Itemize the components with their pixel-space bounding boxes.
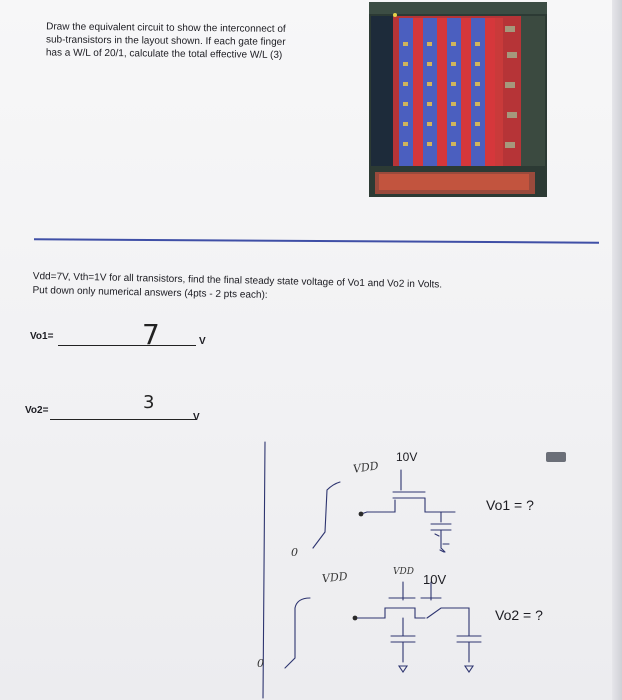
m2-drain-wire bbox=[388, 581, 416, 601]
m1-source-wire bbox=[366, 499, 396, 513]
zero-annotation-2: 0 bbox=[257, 657, 264, 670]
capacitor-1 bbox=[430, 511, 452, 553]
margin-ink-line bbox=[262, 441, 266, 699]
m3-body bbox=[426, 607, 470, 619]
m2-body bbox=[354, 607, 426, 619]
transistor-circuit-diagram bbox=[262, 441, 482, 699]
vdd-annotation-2: VDD bbox=[321, 569, 349, 586]
bottom-supply-label: 10V bbox=[423, 572, 447, 587]
camera-ui-indicator bbox=[546, 452, 566, 462]
m1-gate-plates bbox=[392, 491, 426, 499]
top-supply-label: 10V bbox=[396, 450, 418, 464]
transistor-layout-image bbox=[369, 2, 547, 197]
question-1-text: Draw the equivalent circuit to show the … bbox=[46, 20, 346, 62]
vo1-answer-handwritten: 7 bbox=[142, 318, 160, 351]
vo2-answer-blank[interactable] bbox=[50, 419, 196, 420]
capacitor-2 bbox=[390, 617, 416, 663]
vo2-label: Vo2= bbox=[25, 405, 49, 416]
vo2-answer-handwritten: 3 bbox=[143, 392, 155, 413]
vo2-question-label: Vo2 = ? bbox=[495, 607, 543, 623]
vdd-annotation-3: VDD bbox=[393, 567, 414, 577]
m1-output-wire bbox=[424, 497, 456, 513]
m3-drain-wire bbox=[420, 581, 442, 601]
vo1-question-label: Vo1 = ? bbox=[486, 497, 534, 513]
zero-annotation-1: 0 bbox=[291, 546, 298, 559]
vo1-answer-blank[interactable] bbox=[58, 345, 196, 346]
capacitor-3 bbox=[456, 617, 482, 663]
vo2-unit: V bbox=[193, 412, 200, 423]
page-edge-shadow bbox=[612, 0, 622, 700]
vdd-wire-1 bbox=[312, 481, 341, 549]
vo1-unit: V bbox=[199, 336, 206, 347]
vo1-label: Vo1= bbox=[30, 331, 54, 342]
vdd-wire-2 bbox=[284, 597, 311, 669]
